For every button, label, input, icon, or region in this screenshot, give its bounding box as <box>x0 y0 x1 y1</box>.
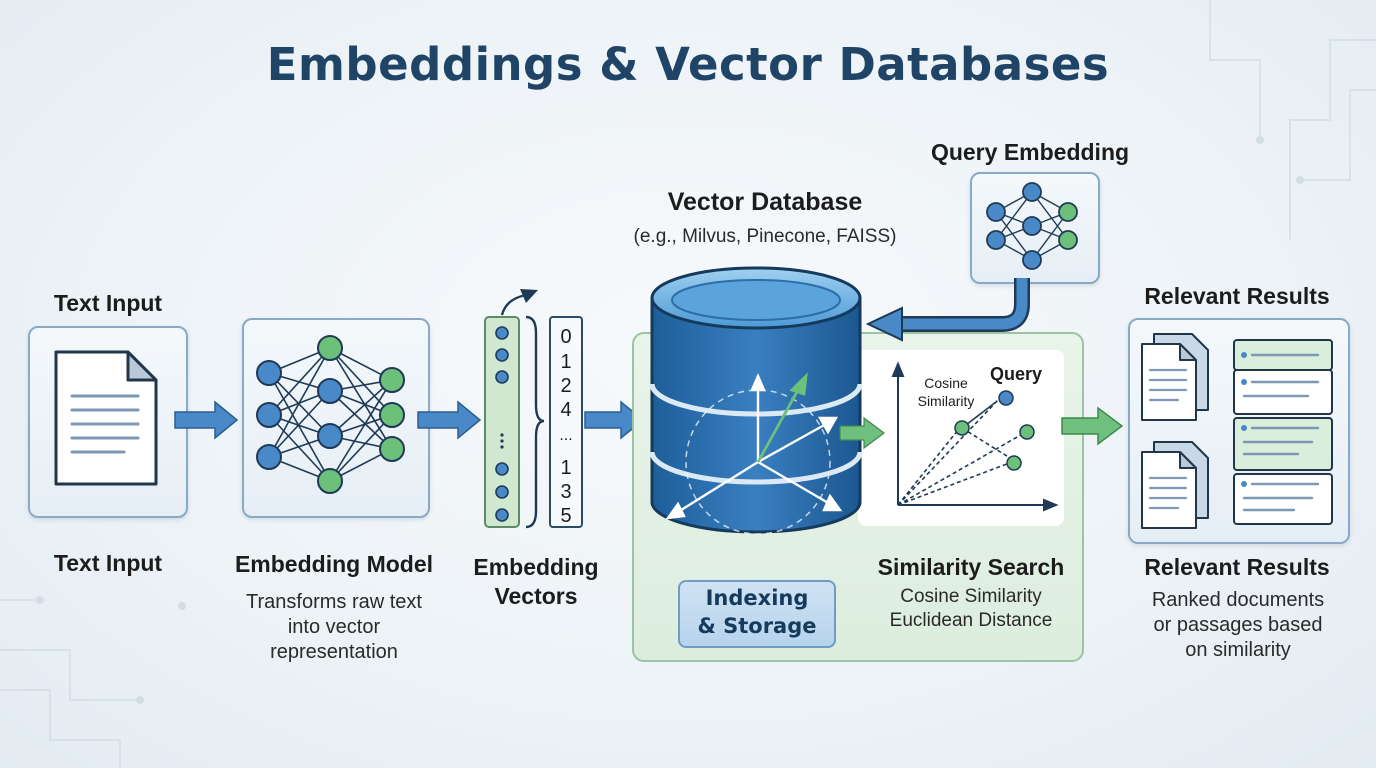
vector-database-label: Vector Database <box>667 188 863 216</box>
embedding-vectors-label: Embedding Vectors <box>473 554 599 609</box>
arrow-right-icon <box>174 400 239 440</box>
text-input-top-label: Text Input <box>53 290 163 316</box>
arrow-query-to-database-icon <box>865 278 1030 342</box>
similarity-methods: Cosine Similarity Euclidean Distance <box>889 586 1053 631</box>
text-input-bottom-label: Text Input <box>53 550 163 576</box>
vector-value: 4 <box>560 399 572 421</box>
arrow-right-icon <box>417 400 482 440</box>
vector-value: 3 <box>560 481 572 503</box>
document-icon <box>54 350 158 486</box>
query-embedding-label: Query Embedding <box>930 139 1130 165</box>
arrow-right-icon <box>839 416 885 450</box>
vector-value: 0 <box>560 326 572 348</box>
chart-cosine-label: Cosine Similarity <box>917 375 975 409</box>
embedding-model-label: Embedding Model <box>234 551 434 577</box>
neural-network-icon <box>986 182 1078 270</box>
vector-value: 1 <box>560 457 572 479</box>
neural-network-icon <box>256 335 405 494</box>
relevant-results-description: Ranked documents or passages based on si… <box>1151 589 1325 661</box>
chart-query-label: Query <box>990 364 1043 384</box>
vector-database-examples: (e.g., Milvus, Pinecone, FAISS) <box>633 226 897 247</box>
similarity-chart <box>891 361 1059 512</box>
similarity-search-label: Similarity Search <box>877 554 1065 580</box>
diagram-title: Embeddings & Vector Databases <box>266 38 1110 91</box>
arrow-right-icon <box>1061 406 1124 446</box>
vector-value: ... <box>559 427 573 444</box>
embedding-model-description: Transforms raw text into vector represen… <box>246 591 422 663</box>
vector-value: 2 <box>560 375 572 397</box>
vector-column-icon <box>484 289 583 529</box>
database-icon <box>649 266 863 535</box>
indexing-storage-badge: Indexing & Storage <box>678 580 836 648</box>
results-documents-icon <box>1141 333 1333 529</box>
relevant-results-top-label: Relevant Results <box>1144 283 1330 309</box>
vector-value: 1 <box>560 351 572 373</box>
relevant-results-bottom-label: Relevant Results <box>1144 554 1330 580</box>
vector-value: 5 <box>560 505 572 527</box>
